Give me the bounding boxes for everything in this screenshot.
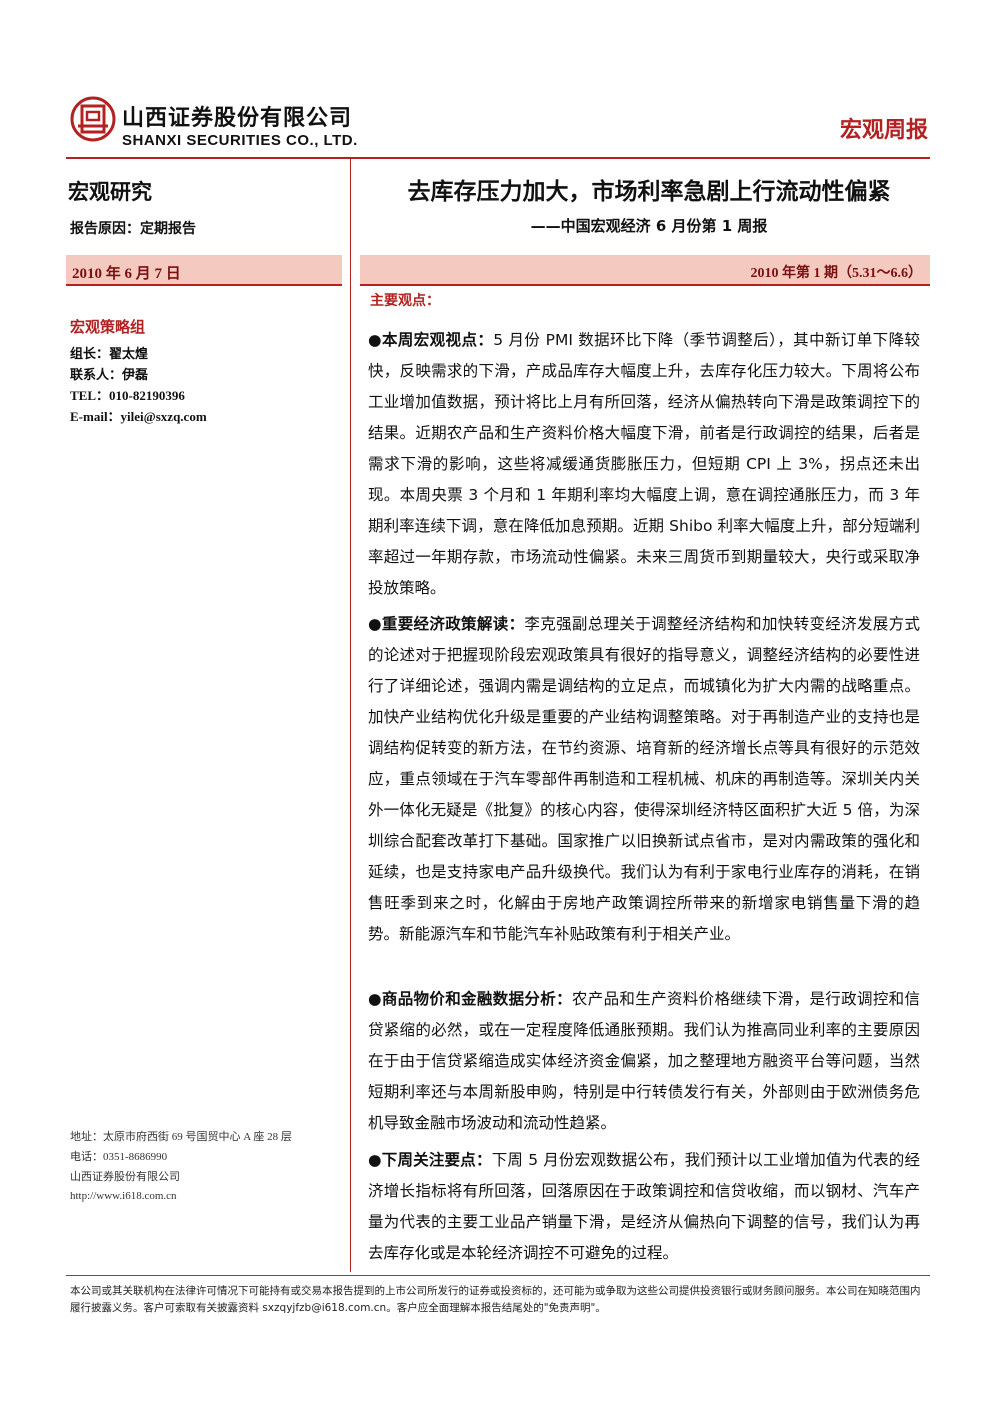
contact-tel: TEL：010-82190396 — [70, 388, 185, 403]
column-divider — [350, 157, 351, 1272]
section-text: 农产品和生产资料价格继续下滑，是行政调控和信贷紧缩的必然，或在一定程度降低通胀预… — [368, 990, 920, 1132]
section-lead: 下周关注要点： — [381, 1151, 492, 1169]
bullet-icon: ● — [368, 990, 382, 1008]
key-points-heading: 主要观点： — [370, 293, 440, 309]
bullet-icon: ● — [368, 1151, 382, 1169]
team-name: 宏观策略组 — [70, 318, 146, 336]
company-address: 地址：太原市府西街 69 号国贸中心 A 座 28 层 — [70, 1131, 292, 1143]
report-type-label: 宏观周报 — [839, 118, 928, 143]
section-weekly-view: ●本周宏观视点：5 月份 PMI 数据环比下降（季节调整后），其中新订单下降较快… — [368, 325, 920, 604]
date-band — [66, 255, 342, 286]
issue-band — [360, 255, 930, 286]
paragraph: ●下周关注要点：下周 5 月份宏观数据公布，我们预计以工业增加值为代表的经济增长… — [368, 1145, 920, 1269]
section-text: 5 月份 PMI 数据环比下降（季节调整后），其中新订单下降较快，反映需求的下滑… — [368, 331, 920, 597]
bullet-icon: ● — [368, 331, 382, 349]
section-policy-reading: ●重要经济政策解读：李克强副总理关于调整经济结构和加快转变经济发展方式的论述对于… — [368, 609, 920, 950]
contact-email: E-mail：yilei@sxzq.com — [70, 409, 207, 424]
company-name-en: SHANXI SECURITIES CO., LTD. — [122, 132, 358, 149]
section-price-finance: ●商品物价和金融数据分析：农产品和生产资料价格继续下滑，是行政调控和信贷紧缩的必… — [368, 984, 920, 1139]
paragraph: ●本周宏观视点：5 月份 PMI 数据环比下降（季节调整后），其中新订单下降较快… — [368, 325, 920, 604]
section-text: 下周 5 月份宏观数据公布，我们预计以工业增加值为代表的经济增长指标将有所回落，… — [368, 1151, 920, 1262]
report-title: 去库存压力加大，市场利率急剧上行流动性偏紧 — [407, 179, 891, 205]
header-rule — [66, 157, 930, 159]
disclaimer-text: 本公司或其关联机构在法律许可情况下可能持有或交易本报告提到的上市公司所发行的证券… — [70, 1285, 921, 1314]
paragraph: ●商品物价和金融数据分析：农产品和生产资料价格继续下滑，是行政调控和信贷紧缩的必… — [368, 984, 920, 1139]
report-date: 2010 年 6 月 7 日 — [72, 266, 181, 282]
paragraph: ●重要经济政策解读：李克强副总理关于调整经济结构和加快转变经济发展方式的论述对于… — [368, 609, 920, 950]
bullet-icon: ● — [368, 615, 382, 633]
issue-number: 2010 年第 1 期（5.31～6.6） — [750, 266, 923, 281]
section-lead: 本周宏观视点： — [381, 331, 494, 349]
section-title: 宏观研究 — [68, 180, 152, 204]
company-name-footer: 山西证券股份有限公司 — [70, 1171, 180, 1183]
section-lead: 重要经济政策解读： — [381, 615, 525, 633]
contact-person: 联系人：伊磊 — [70, 367, 149, 382]
company-website[interactable]: http://www.i618.com.cn — [70, 1190, 177, 1202]
section-lead: 商品物价和金融数据分析： — [381, 990, 572, 1008]
report-reason: 报告原因：定期报告 — [70, 221, 196, 237]
section-text: 李克强副总理关于调整经济结构和加快转变经济发展方式的论述对于把握现阶段宏观政策具… — [368, 615, 920, 943]
company-name-cn: 山西证券股份有限公司 — [122, 106, 353, 131]
report-subtitle: ——中国宏观经济 6 月份第 1 周报 — [530, 217, 768, 235]
company-logo-icon — [70, 96, 116, 142]
section-next-week: ●下周关注要点：下周 5 月份宏观数据公布，我们预计以工业增加值为代表的经济增长… — [368, 1145, 920, 1269]
team-leader: 组长：翟太煌 — [70, 346, 149, 361]
company-phone: 电话：0351-8686990 — [70, 1151, 168, 1163]
footer-rule — [66, 1275, 930, 1276]
